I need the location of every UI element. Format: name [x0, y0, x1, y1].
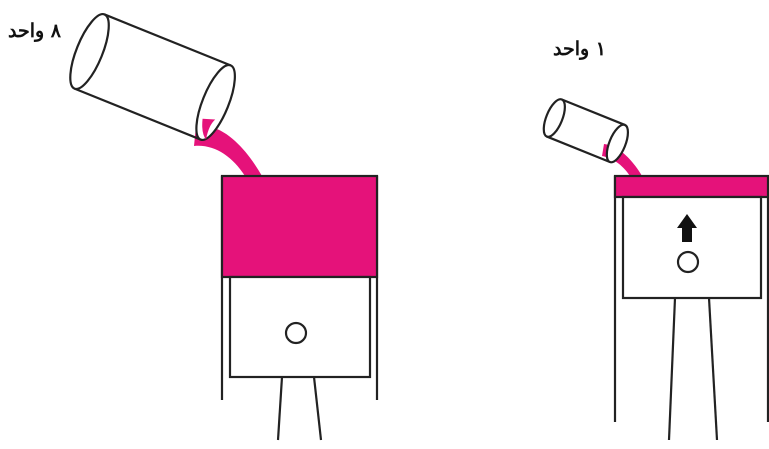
up-arrow-icon [677, 214, 697, 242]
right-cup-mouth [605, 123, 630, 164]
right-piston-pin-icon [676, 250, 700, 274]
left-assembly [69, 13, 379, 441]
left-rod-left [276, 376, 284, 441]
right-assembly [542, 98, 769, 441]
left-cup-volume-label: ۸ واحد [8, 20, 62, 42]
left-cup-liquid [202, 118, 216, 140]
right-rod-right [707, 297, 719, 441]
left-rod-right [312, 376, 323, 441]
left-piston-pin-icon [284, 321, 308, 345]
left-pour-stream [194, 125, 262, 176]
right-cup-volume-label: ۱ واحد [553, 38, 607, 60]
left-cup-body [74, 13, 232, 141]
right-liquid-layer [615, 176, 768, 197]
right-rod-left [667, 297, 677, 441]
left-cup [69, 13, 236, 141]
right-cup [542, 98, 630, 164]
left-liquid-column [222, 176, 377, 277]
right-cup-base [542, 98, 566, 138]
right-piston [621, 195, 763, 300]
left-cup-base [69, 13, 110, 91]
right-cup-body [546, 98, 626, 164]
